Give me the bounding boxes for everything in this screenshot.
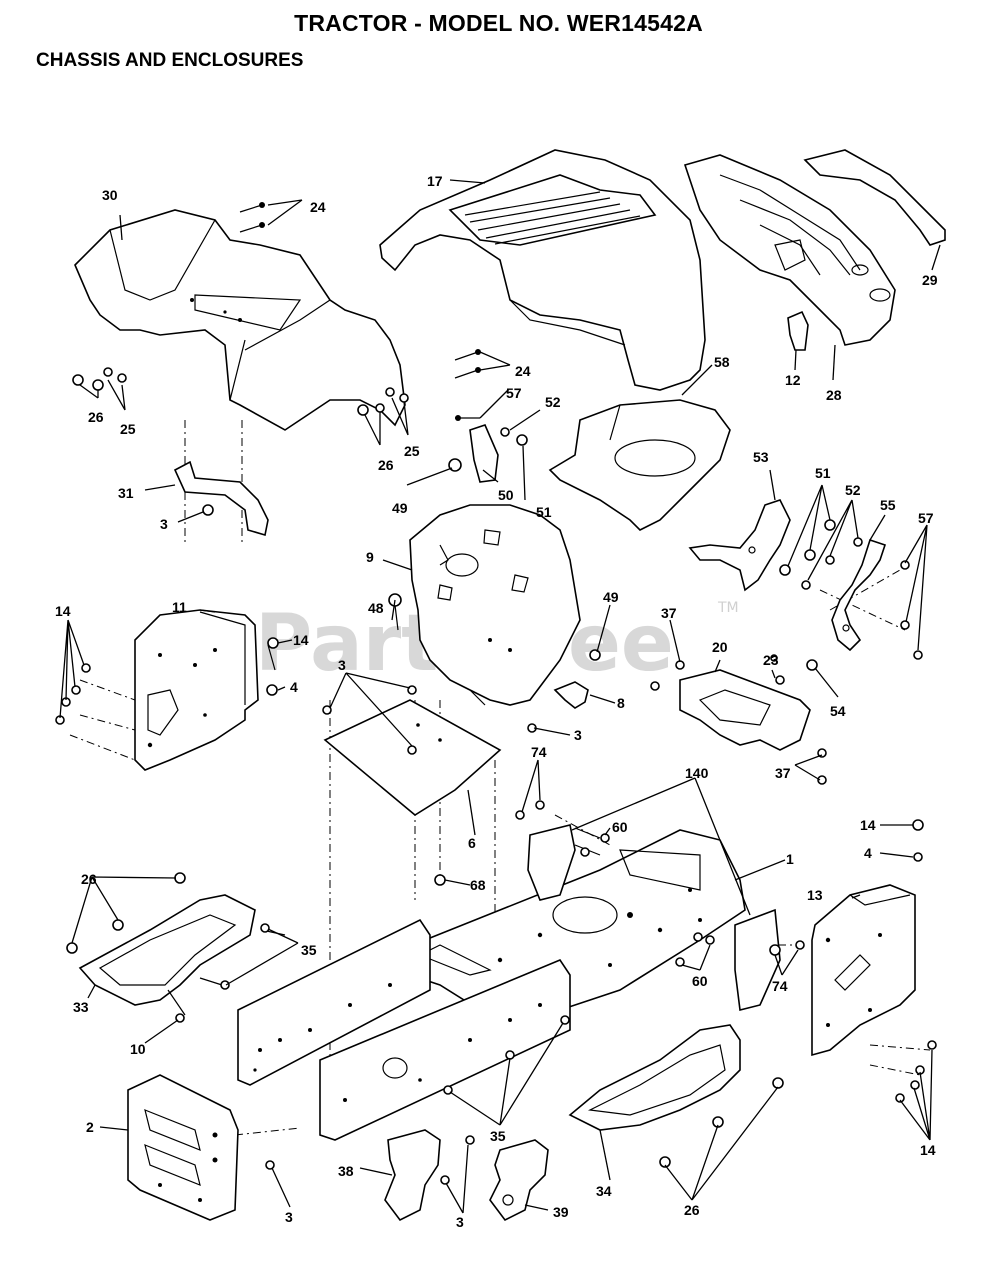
- callout-54: 54: [830, 703, 846, 719]
- callout-14: 14: [920, 1142, 936, 1158]
- callout-14: 14: [293, 632, 309, 648]
- part-50-link: [469, 424, 499, 483]
- callout-51: 51: [815, 465, 831, 481]
- part-17-hood: [379, 149, 706, 391]
- callout-1: 1: [786, 851, 794, 867]
- callout-37: 37: [661, 605, 677, 621]
- callout-140: 140: [685, 765, 709, 781]
- callout-6: 6: [468, 835, 476, 851]
- callout-74: 74: [531, 744, 547, 760]
- part-29-nose-piece: [803, 149, 946, 246]
- part-140-bracket: [527, 824, 576, 901]
- part-2-rear-plate: [127, 1074, 239, 1221]
- part-11-left-side-panel: [134, 609, 259, 771]
- callout-53: 53: [753, 449, 769, 465]
- callout-60: 60: [692, 973, 708, 989]
- leader-lines: [59, 179, 941, 1214]
- part-frame-rail-right: [319, 959, 571, 1141]
- callout-2: 2: [86, 1119, 94, 1135]
- part-58-dash-panel: [548, 399, 731, 531]
- callout-57: 57: [506, 385, 522, 401]
- callout-33: 33: [73, 999, 89, 1015]
- callout-57: 57: [918, 510, 934, 526]
- callout-48: 48: [368, 600, 384, 616]
- callout-28: 28: [826, 387, 842, 403]
- callout-23: 23: [763, 652, 779, 668]
- callout-39: 39: [553, 1204, 569, 1220]
- part-6-floor-plate: [323, 699, 502, 816]
- callout-3: 3: [574, 727, 582, 743]
- callout-60: 60: [612, 819, 628, 835]
- callout-50: 50: [498, 487, 514, 503]
- callout-26: 26: [88, 409, 104, 425]
- part-30-rear-fender: [74, 209, 406, 431]
- callout-25: 25: [120, 421, 136, 437]
- callout-31: 31: [118, 485, 134, 501]
- callout-52: 52: [845, 482, 861, 498]
- callout-49: 49: [603, 589, 619, 605]
- callout-26: 26: [684, 1202, 700, 1218]
- part-38-bracket: [384, 1129, 441, 1222]
- callout-29: 29: [922, 272, 938, 288]
- part-53-pedal-bracket: [688, 499, 791, 592]
- diagram-title: TRACTOR - MODEL NO. WER14542A: [294, 10, 703, 36]
- callout-3: 3: [338, 657, 346, 673]
- callout-37: 37: [775, 765, 791, 781]
- callout-49: 49: [392, 500, 408, 516]
- callout-58: 58: [714, 354, 730, 370]
- part-13-right-side-panel: [811, 884, 916, 1057]
- hardware-fasteners: [55, 202, 937, 1185]
- section-title: CHASSIS AND ENCLOSURES: [36, 50, 304, 71]
- callout-34: 34: [596, 1183, 612, 1199]
- callout-74: 74: [772, 978, 788, 994]
- callout-4: 4: [290, 679, 298, 695]
- callout-68: 68: [470, 877, 486, 893]
- callout-35: 35: [301, 942, 317, 958]
- part-9-dash-console: [409, 504, 581, 706]
- callout-12: 12: [785, 372, 801, 388]
- callout-13: 13: [807, 887, 823, 903]
- callout-35: 35: [490, 1128, 506, 1144]
- callout-30: 30: [102, 187, 118, 203]
- part-31-support-bracket: [173, 460, 269, 537]
- callout-4: 4: [864, 845, 872, 861]
- callout-26: 26: [81, 871, 97, 887]
- callout-10: 10: [130, 1041, 146, 1057]
- callout-3: 3: [160, 516, 168, 532]
- callout-14: 14: [55, 603, 71, 619]
- part-20-mount-plate: [679, 669, 811, 751]
- callout-52: 52: [545, 394, 561, 410]
- callout-55: 55: [880, 497, 896, 513]
- part-33-left-footrest: [78, 894, 256, 1006]
- callout-38: 38: [338, 1163, 354, 1179]
- callout-3: 3: [456, 1214, 464, 1230]
- part-34-right-footrest: [568, 1024, 741, 1131]
- part-12-bracket: [787, 310, 809, 351]
- part-28-grille-housing: [683, 154, 896, 346]
- callout-labels: 30 24 17 24 26 25 26 25 31 3 57 52 49 50…: [55, 173, 938, 1230]
- watermark-trademark: TM: [717, 600, 739, 616]
- callout-14: 14: [860, 817, 876, 833]
- callout-20: 20: [712, 639, 728, 655]
- callout-51: 51: [536, 504, 552, 520]
- callout-25: 25: [404, 443, 420, 459]
- callout-3: 3: [285, 1209, 293, 1225]
- part-8-clip: [553, 681, 589, 709]
- callout-26: 26: [378, 457, 394, 473]
- callout-9: 9: [366, 549, 374, 565]
- part-55-side-bracket: [831, 538, 887, 652]
- callout-11: 11: [172, 599, 187, 615]
- part-side-bracket-right: [734, 908, 781, 1011]
- part-39-bracket: [489, 1139, 549, 1222]
- callout-24: 24: [515, 363, 531, 379]
- callout-24: 24: [310, 199, 326, 215]
- callout-8: 8: [617, 695, 625, 711]
- callout-17: 17: [427, 173, 443, 189]
- part-frame-rail-left: [237, 918, 431, 1086]
